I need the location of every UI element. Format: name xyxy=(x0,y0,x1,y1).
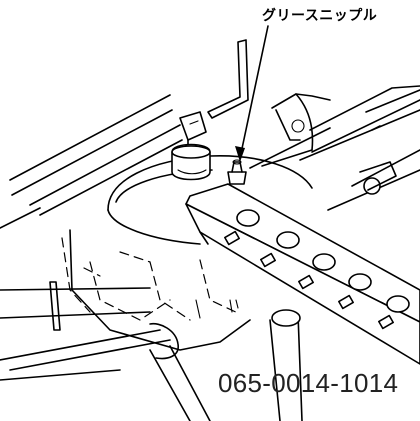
perforated-plate xyxy=(185,183,420,365)
left-frame-rails xyxy=(0,94,183,229)
figure-id: 065-0014-1014 xyxy=(218,368,399,398)
callout-leader xyxy=(235,25,269,162)
grease-nipple-label: グリースニップル xyxy=(262,8,378,24)
pipes xyxy=(0,281,303,421)
control-lever xyxy=(179,39,249,151)
filler-cap xyxy=(171,143,211,181)
right-frame xyxy=(249,85,420,211)
grease-nipple xyxy=(227,159,247,185)
